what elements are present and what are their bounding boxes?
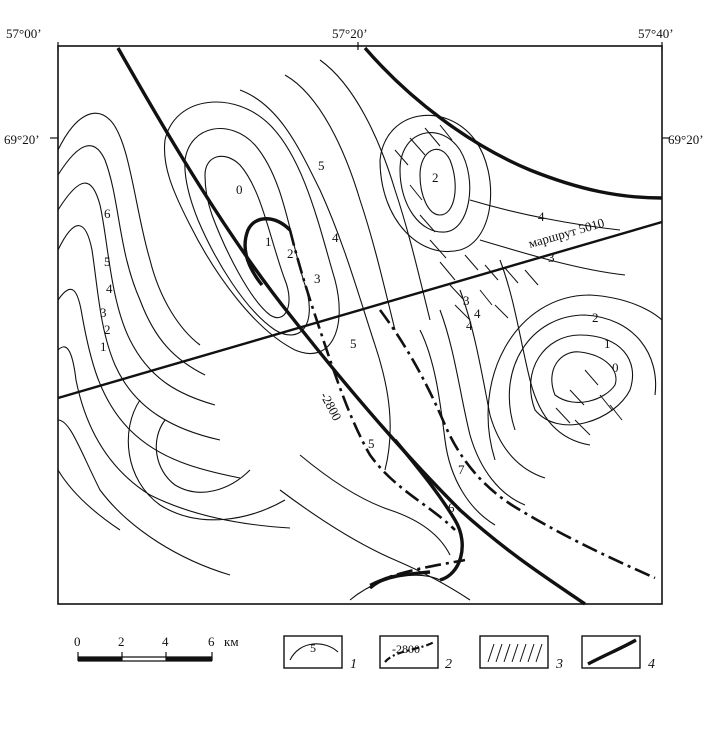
coord-right-lat: 69°20’ [668, 132, 704, 147]
contour-label: 2 [592, 310, 599, 325]
contour-label: 5 [350, 336, 357, 351]
contour-label: 7 [458, 462, 465, 477]
contour-label: 1 [265, 234, 272, 249]
contour-label-2800: -2800 [317, 389, 344, 423]
map-frame [57, 45, 663, 605]
contour-label: 5 [104, 254, 111, 269]
scale-tick-label: 2 [118, 634, 125, 649]
legend-sample-label: -2800 [392, 642, 420, 656]
contour-label: 4 [538, 209, 545, 224]
hatching-area [394, 124, 623, 436]
scale-tick-label: 0 [74, 634, 81, 649]
contour-isoline-icon [283, 635, 343, 669]
contour-label: 4 [332, 230, 339, 245]
contour-label: 5 [368, 436, 375, 451]
legend-number: 4 [648, 657, 655, 672]
contour-label: 3 [548, 250, 555, 265]
contour-label: 4 [474, 306, 481, 321]
hatching-icon [479, 635, 549, 669]
contour-label: 1 [100, 339, 107, 354]
contour-label: 6 [448, 500, 455, 515]
map-content [57, 46, 663, 606]
fault-lines [116, 46, 663, 606]
contour-label: 4 [106, 281, 113, 296]
contour-label: 3 [100, 305, 107, 320]
legend-number: 3 [555, 657, 563, 672]
scale-tick-label: 6 [208, 634, 215, 649]
coord-top-right: 57°40’ [638, 26, 674, 41]
contour-label: 3 [463, 293, 470, 308]
fault-line-icon [581, 635, 641, 669]
legend-item-dashdot: -2800 2 [379, 635, 452, 672]
coord-top-left: 57°00’ [6, 26, 42, 41]
coord-top-mid: 57°20’ [332, 26, 368, 41]
legend-number: 2 [445, 657, 452, 672]
route-line [57, 220, 663, 400]
contour-label: 0 [236, 182, 243, 197]
legend-item-contour: 5 1 [283, 635, 357, 672]
scale-unit-label: км [224, 634, 239, 649]
contour-label: 1 [604, 336, 611, 351]
contour-label: 5 [318, 158, 325, 173]
dashdot-isoline-icon [379, 635, 439, 669]
legend-number: 1 [350, 657, 357, 672]
contour-label: 6 [104, 206, 111, 221]
scale-tick-label: 4 [162, 634, 169, 649]
contour-label: 2 [287, 246, 294, 261]
scale-bar-labels: 0 2 4 6 км [74, 634, 239, 649]
contour-label: 2 [432, 170, 439, 185]
legend-sample-label: 5 [310, 641, 316, 655]
contour-label: 4 [466, 318, 473, 333]
scale-bar [77, 652, 213, 662]
contour-label: 0 [612, 360, 619, 375]
legend-item-hatching: 3 [479, 635, 563, 672]
contour-label: 3 [314, 271, 321, 286]
dashdot-isolines [288, 229, 656, 587]
coord-left-lat: 69°20’ [4, 132, 40, 147]
legend-item-fault: 4 [581, 635, 655, 672]
contour-lines [57, 59, 663, 601]
contour-label: 2 [104, 322, 111, 337]
legend: 5 1 -2800 2 3 [283, 635, 655, 672]
